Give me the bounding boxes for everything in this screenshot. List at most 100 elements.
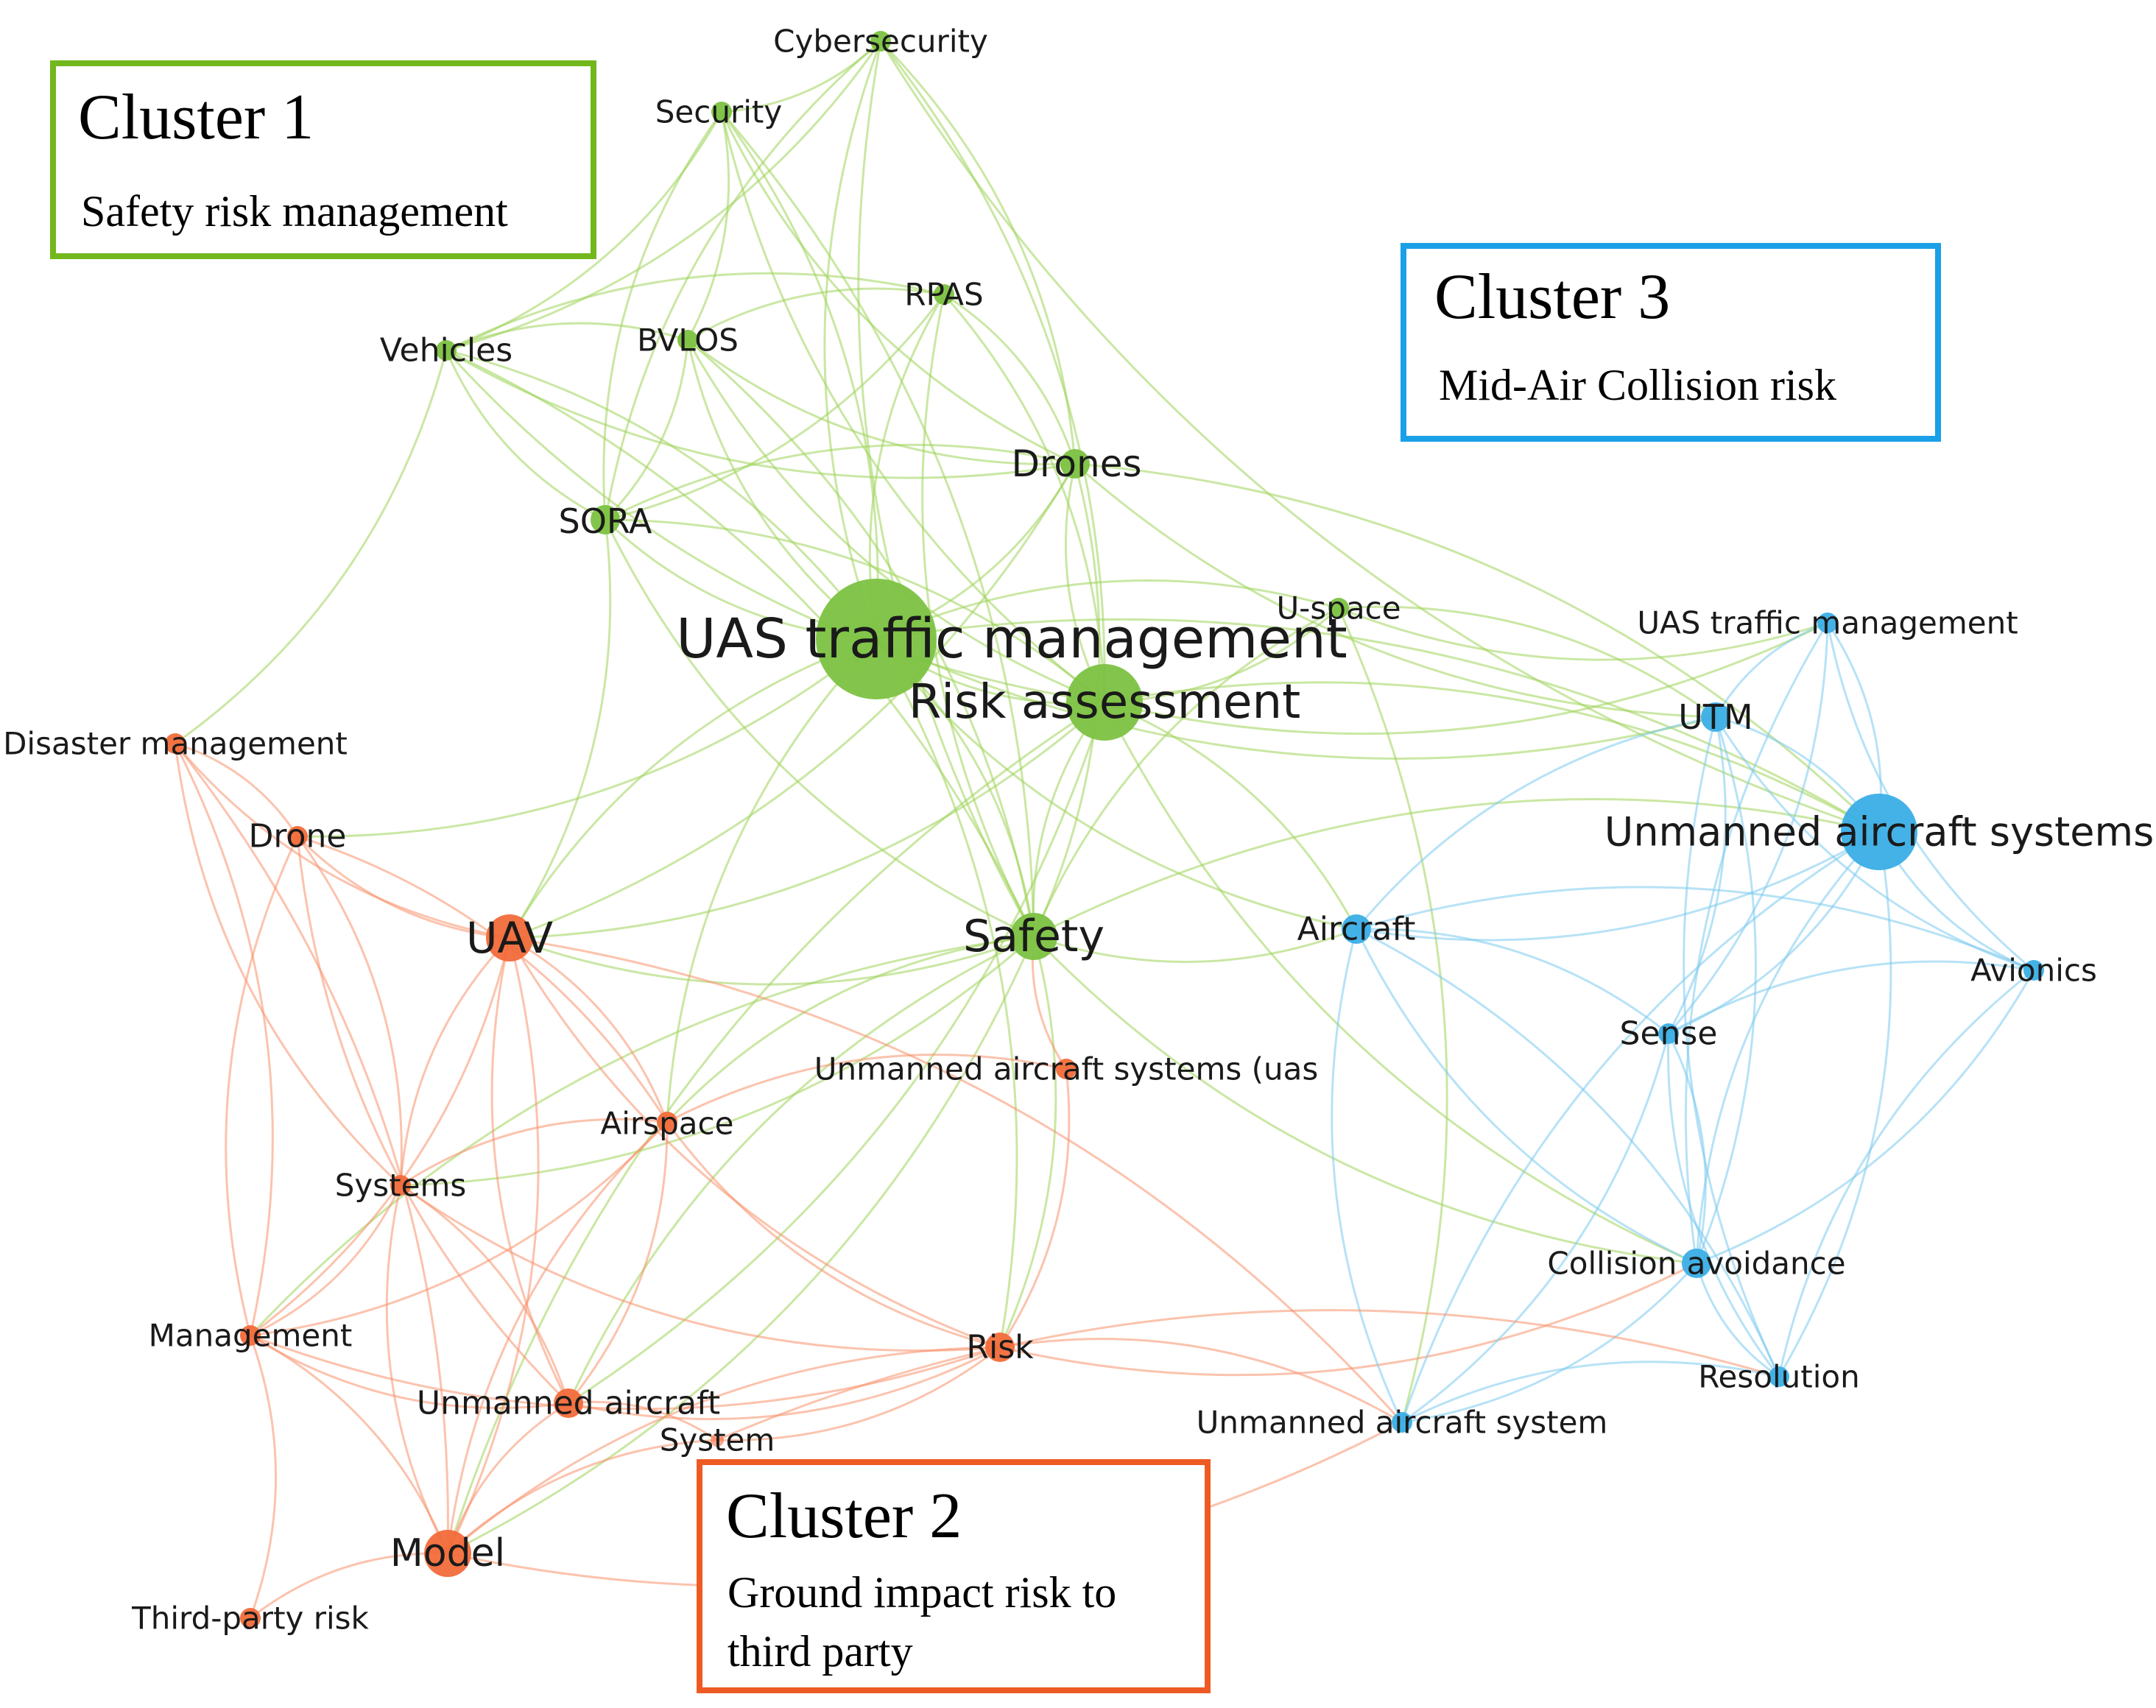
edge-disaster-model — [174, 743, 449, 1554]
edge-safety-ua — [567, 935, 1035, 1404]
edge-utm_main-risk — [875, 638, 1018, 1348]
node-bvlos[interactable] — [677, 330, 698, 350]
node-utm[interactable] — [1701, 702, 1730, 732]
node-avionics[interactable] — [2023, 960, 2044, 981]
edge-safety-airspace — [666, 935, 1035, 1123]
edge-safety-model — [447, 936, 1035, 1555]
node-vehicles[interactable] — [436, 340, 457, 361]
node-collision[interactable] — [1682, 1249, 1711, 1278]
edge-model-system — [446, 1439, 718, 1555]
edge-utm_main-uav — [508, 638, 877, 939]
node-utm_small[interactable] — [1817, 613, 1838, 633]
node-uasys_uas[interactable] — [1056, 1059, 1077, 1079]
edge-utm_small-sense — [1667, 622, 1829, 1034]
node-sora[interactable] — [591, 505, 620, 534]
edge-safety-uav — [509, 935, 1035, 986]
edge-cyber-utm_main — [823, 40, 882, 640]
edge-bvlos-sora — [604, 339, 689, 521]
node-risk[interactable] — [985, 1333, 1015, 1362]
node-model[interactable] — [424, 1530, 471, 1577]
node-rpas[interactable] — [934, 284, 954, 305]
edge-uav-airspace — [509, 936, 669, 1123]
node-ua[interactable] — [554, 1388, 583, 1418]
edge-vehicles-sora — [445, 350, 606, 521]
edge-uas_sys-ua_system — [1401, 830, 1880, 1423]
edge-aircraft-resolution — [1356, 928, 1780, 1377]
node-label-security: Security — [655, 94, 782, 130]
node-systems[interactable] — [390, 1175, 411, 1196]
edge-aircraft-sense — [1356, 928, 1669, 1035]
node-label-sora: SORA — [559, 501, 653, 541]
edge-sora-uav — [508, 519, 612, 939]
edge-risk-ua_system — [999, 1338, 1403, 1424]
node-drone[interactable] — [287, 826, 308, 847]
edge-uspace-ua_system — [1337, 607, 1448, 1423]
node-label-utm_small: UAS traffic management — [1637, 605, 2018, 641]
edge-security-drones — [720, 111, 1076, 465]
edge-disaster-management — [174, 743, 274, 1336]
edge-cyber-uas_sys — [879, 40, 1880, 833]
node-label-riskassess: Risk assessment — [909, 675, 1300, 730]
edge-utm_main-uas_sys — [876, 618, 1880, 833]
node-uav[interactable] — [486, 914, 533, 961]
node-system[interactable] — [711, 1433, 724, 1447]
node-security[interactable] — [711, 102, 732, 122]
node-thirdparty[interactable] — [240, 1608, 261, 1628]
edge-cyber-riskassess — [879, 40, 1106, 703]
node-uas_sys[interactable] — [1841, 794, 1917, 870]
edge-risk-ua — [568, 1346, 1001, 1421]
node-label-aircraft: Aircraft — [1297, 911, 1416, 948]
edge-riskassess-uas_sys — [1104, 681, 1880, 833]
edge-uas_sys-collision — [1695, 830, 1881, 1264]
node-management[interactable] — [240, 1325, 261, 1346]
edge-safety-management — [249, 935, 1035, 1337]
node-cyber[interactable] — [870, 31, 891, 52]
edge-riskassess-ua — [568, 702, 1106, 1405]
cluster-3-title: Cluster 3 — [1434, 261, 1671, 333]
edge-utm_main-airspace — [666, 638, 878, 1123]
edge-uasys_uas-airspace — [666, 1054, 1067, 1123]
cluster-2-box: Cluster 2 Ground impact risk to third pa… — [697, 1459, 1211, 1693]
edge-risk-collision — [999, 1262, 1697, 1377]
node-label-management: Management — [149, 1318, 353, 1354]
node-riskassess[interactable] — [1066, 664, 1143, 741]
node-label-rpas: RPAS — [904, 277, 983, 313]
edge-utm-resolution — [1683, 716, 1780, 1377]
edge-management-ua — [250, 1334, 569, 1409]
node-disaster[interactable] — [165, 733, 186, 754]
node-label-utm: UTM — [1678, 697, 1752, 737]
node-aircraft[interactable] — [1342, 914, 1371, 944]
node-ua_system[interactable] — [1392, 1412, 1412, 1433]
cluster-2-title: Cluster 2 — [726, 1481, 962, 1552]
edge-risk-system — [716, 1346, 1001, 1441]
edge-systems-risk — [400, 1184, 1001, 1352]
edge-safety-systems — [400, 935, 1035, 1187]
node-drones[interactable] — [1060, 449, 1090, 479]
edge-utm_main-utm — [876, 638, 1716, 760]
edge-vehicles-riskassess — [445, 349, 1105, 704]
edge-collision-ua_system — [1401, 1262, 1698, 1424]
edge-bvlos-riskassess — [686, 339, 1105, 704]
node-uspace[interactable] — [1328, 598, 1349, 618]
node-utm_main[interactable] — [816, 579, 937, 699]
edge-uav-model — [446, 937, 540, 1554]
node-label-collision: Collision avoidance — [1547, 1246, 1845, 1282]
cluster-1-box: Cluster 1 Safety risk management — [50, 60, 596, 259]
edge-safety-risk — [998, 936, 1057, 1348]
node-safety[interactable] — [1010, 913, 1057, 960]
node-label-uspace: U-space — [1276, 590, 1401, 627]
node-label-thirdparty: Third-party risk — [131, 1601, 369, 1637]
node-label-vehicles: Vehicles — [380, 332, 512, 370]
node-label-risk: Risk — [966, 1329, 1034, 1366]
node-airspace[interactable] — [657, 1112, 677, 1132]
node-resolution[interactable] — [1769, 1366, 1789, 1387]
edge-management-thirdparty — [249, 1335, 277, 1619]
node-label-uas_sys: Unmanned aircraft systems — [1604, 809, 2154, 855]
edge-uas_sys-aircraft — [1356, 830, 1880, 942]
node-sense[interactable] — [1658, 1023, 1679, 1044]
edge-drone-uav — [296, 835, 510, 939]
cluster-3-box: Cluster 3 Mid-Air Collision risk — [1401, 243, 1941, 442]
edge-ua-system — [568, 1400, 718, 1441]
